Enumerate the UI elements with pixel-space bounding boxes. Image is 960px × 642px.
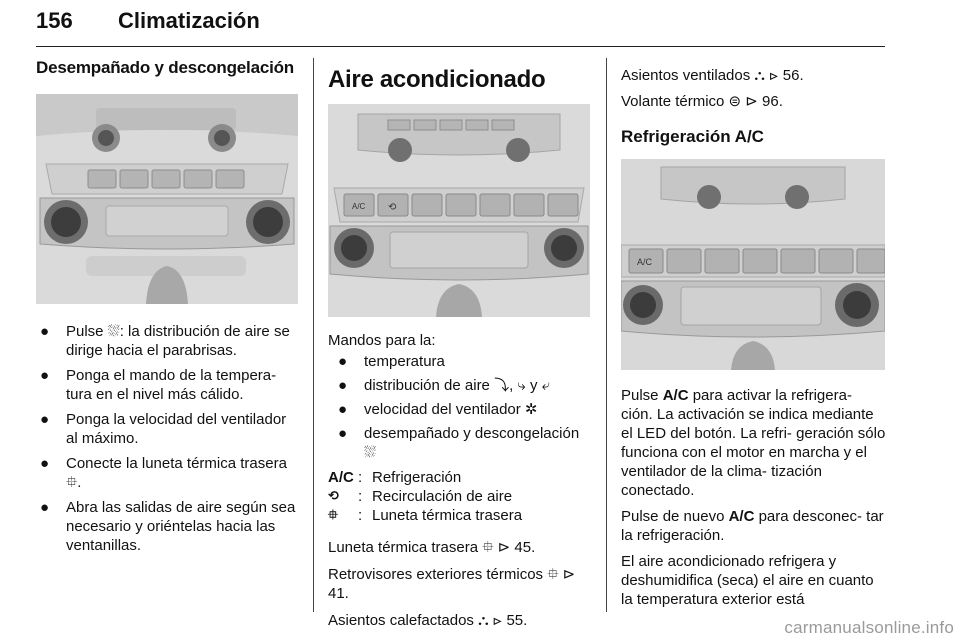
cross-reference: Luneta térmica trasera ⯐ ⊳ 45.	[328, 539, 536, 556]
climate-panel-photo-3: A/C	[621, 159, 885, 370]
list-item: ●desempañado y descongelación ⛆	[338, 425, 580, 461]
legend-value: Luneta térmica trasera	[372, 507, 523, 524]
column-divider	[606, 58, 607, 612]
paragraph: El aire acondicionado refrigera y deshum…	[621, 553, 874, 608]
rear-defrost-icon: ⯐	[328, 508, 338, 523]
cross-reference: Volante térmico ⊜ ⊳ 96.	[621, 93, 783, 110]
legend-value: Refrigeración	[372, 469, 462, 486]
section-heading-defrost: Desempañado y descongelación	[36, 58, 294, 77]
cross-reference: Asientos ventilados ⛬ ⊳ 56.	[621, 67, 804, 84]
list-item: ●Ponga el mando de la tempera- tura en e…	[40, 367, 277, 403]
recirculation-icon: ⟲	[328, 489, 339, 504]
legend-value: Recirculación de aire	[372, 488, 513, 505]
paragraph: Pulse A/C para activar la refrigera- ció…	[621, 387, 886, 499]
controls-list: ●temperatura ●distribución de aire ⤵, ⤷ …	[328, 352, 590, 462]
column-defrost: Desempañado y descongelación ●Puls	[36, 58, 298, 555]
section-heading-ac-cooling: Refrigeración A/C	[621, 127, 764, 146]
controls-intro: Mandos para la:	[328, 332, 436, 349]
column-air-conditioning: Aire acondicionado A/C ⟲	[328, 58, 590, 630]
cross-reference: Asientos calefactados ⛬ ⊳ 55.	[328, 612, 528, 629]
cross-reference: Retrovisores exteriores térmicos ⯐ ⊳ 41.	[328, 566, 576, 602]
list-item: ●Pulse ⛆: la distribución de aire se dir…	[40, 323, 290, 359]
header-rule	[36, 46, 885, 47]
legend-key: A/C	[328, 469, 354, 486]
page-title: Climatización	[118, 8, 260, 33]
list-item: ●Abra las salidas de aire según sea nece…	[40, 499, 296, 554]
paragraph: Pulse de nuevo A/C para desconec- tar la…	[621, 508, 884, 544]
list-item: ●velocidad del ventilador ✲	[338, 401, 538, 418]
panel-ac-label: A/C	[352, 202, 366, 211]
climate-panel-photo-1	[36, 94, 298, 304]
list-item: ●Ponga la velocidad del ventilador al má…	[40, 411, 287, 447]
column-divider	[313, 58, 314, 612]
list-item: ●Conecte la luneta térmica trasera ⯐.	[40, 455, 287, 491]
page-number: 156	[36, 8, 73, 33]
climate-panel-photo-2: A/C ⟲	[328, 104, 590, 317]
list-item: ●temperatura	[338, 353, 445, 370]
panel-recirculation-label: ⟲	[388, 202, 397, 213]
button-legend: A/C:Refrigeración ⟲:Recirculación de air…	[328, 468, 590, 525]
defrost-steps: ●Pulse ⛆: la distribución de aire se dir…	[36, 322, 298, 555]
watermark: carmanualsonline.info	[784, 618, 954, 637]
panel-ac-label: A/C	[637, 257, 653, 267]
column-ac-cooling: Asientos ventilados ⛬ ⊳ 56. Volante térm…	[621, 58, 886, 609]
section-heading-ac: Aire acondicionado	[328, 66, 546, 93]
list-item: ●distribución de aire ⤵, ⤷ y ⤶	[338, 377, 551, 394]
